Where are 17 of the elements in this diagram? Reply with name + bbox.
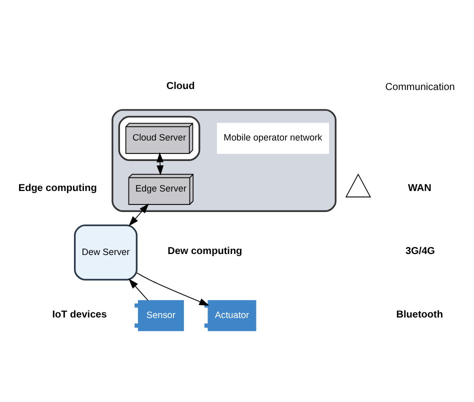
cluster <box>112 108 336 212</box>
label: Cloud <box>166 80 195 92</box>
cluster <box>118 115 200 160</box>
arrow <box>156 152 164 175</box>
node-tower <box>345 172 372 197</box>
label: WAN <box>408 182 432 194</box>
node-box: Dew Server <box>74 224 138 280</box>
label: Communication <box>385 81 455 92</box>
node-box: Mobile operator network <box>216 122 329 154</box>
label: Bluetooth <box>396 308 443 320</box>
label: Dew computing <box>168 246 242 257</box>
label: IoT devices <box>52 308 107 320</box>
label: Edge computing <box>18 182 97 194</box>
arrow <box>128 278 148 300</box>
arrow <box>136 272 210 306</box>
label: 3G/4G <box>405 246 435 257</box>
arrow <box>128 203 149 226</box>
